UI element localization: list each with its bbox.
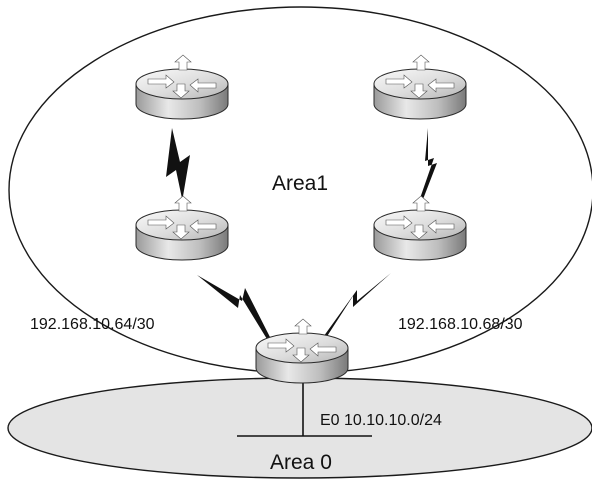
ethernet-label: E0 10.10.10.0/24 — [320, 412, 442, 429]
router-mid-right — [373, 195, 467, 261]
router-top-left — [135, 54, 229, 120]
serial-link-mid-right — [321, 273, 391, 341]
area0-label: Area 0 — [270, 451, 332, 474]
serial-link-top-right — [417, 128, 437, 207]
router-core — [255, 318, 349, 384]
right-subnet-label: 192.168.10.68/30 — [398, 316, 523, 333]
left-subnet-label: 192.168.10.64/30 — [30, 316, 155, 333]
serial-link-top-left — [166, 128, 190, 208]
area1-label: Area1 — [272, 172, 328, 195]
serial-link-mid-left — [197, 275, 273, 344]
router-mid-left — [135, 195, 229, 261]
router-top-right — [373, 54, 467, 120]
